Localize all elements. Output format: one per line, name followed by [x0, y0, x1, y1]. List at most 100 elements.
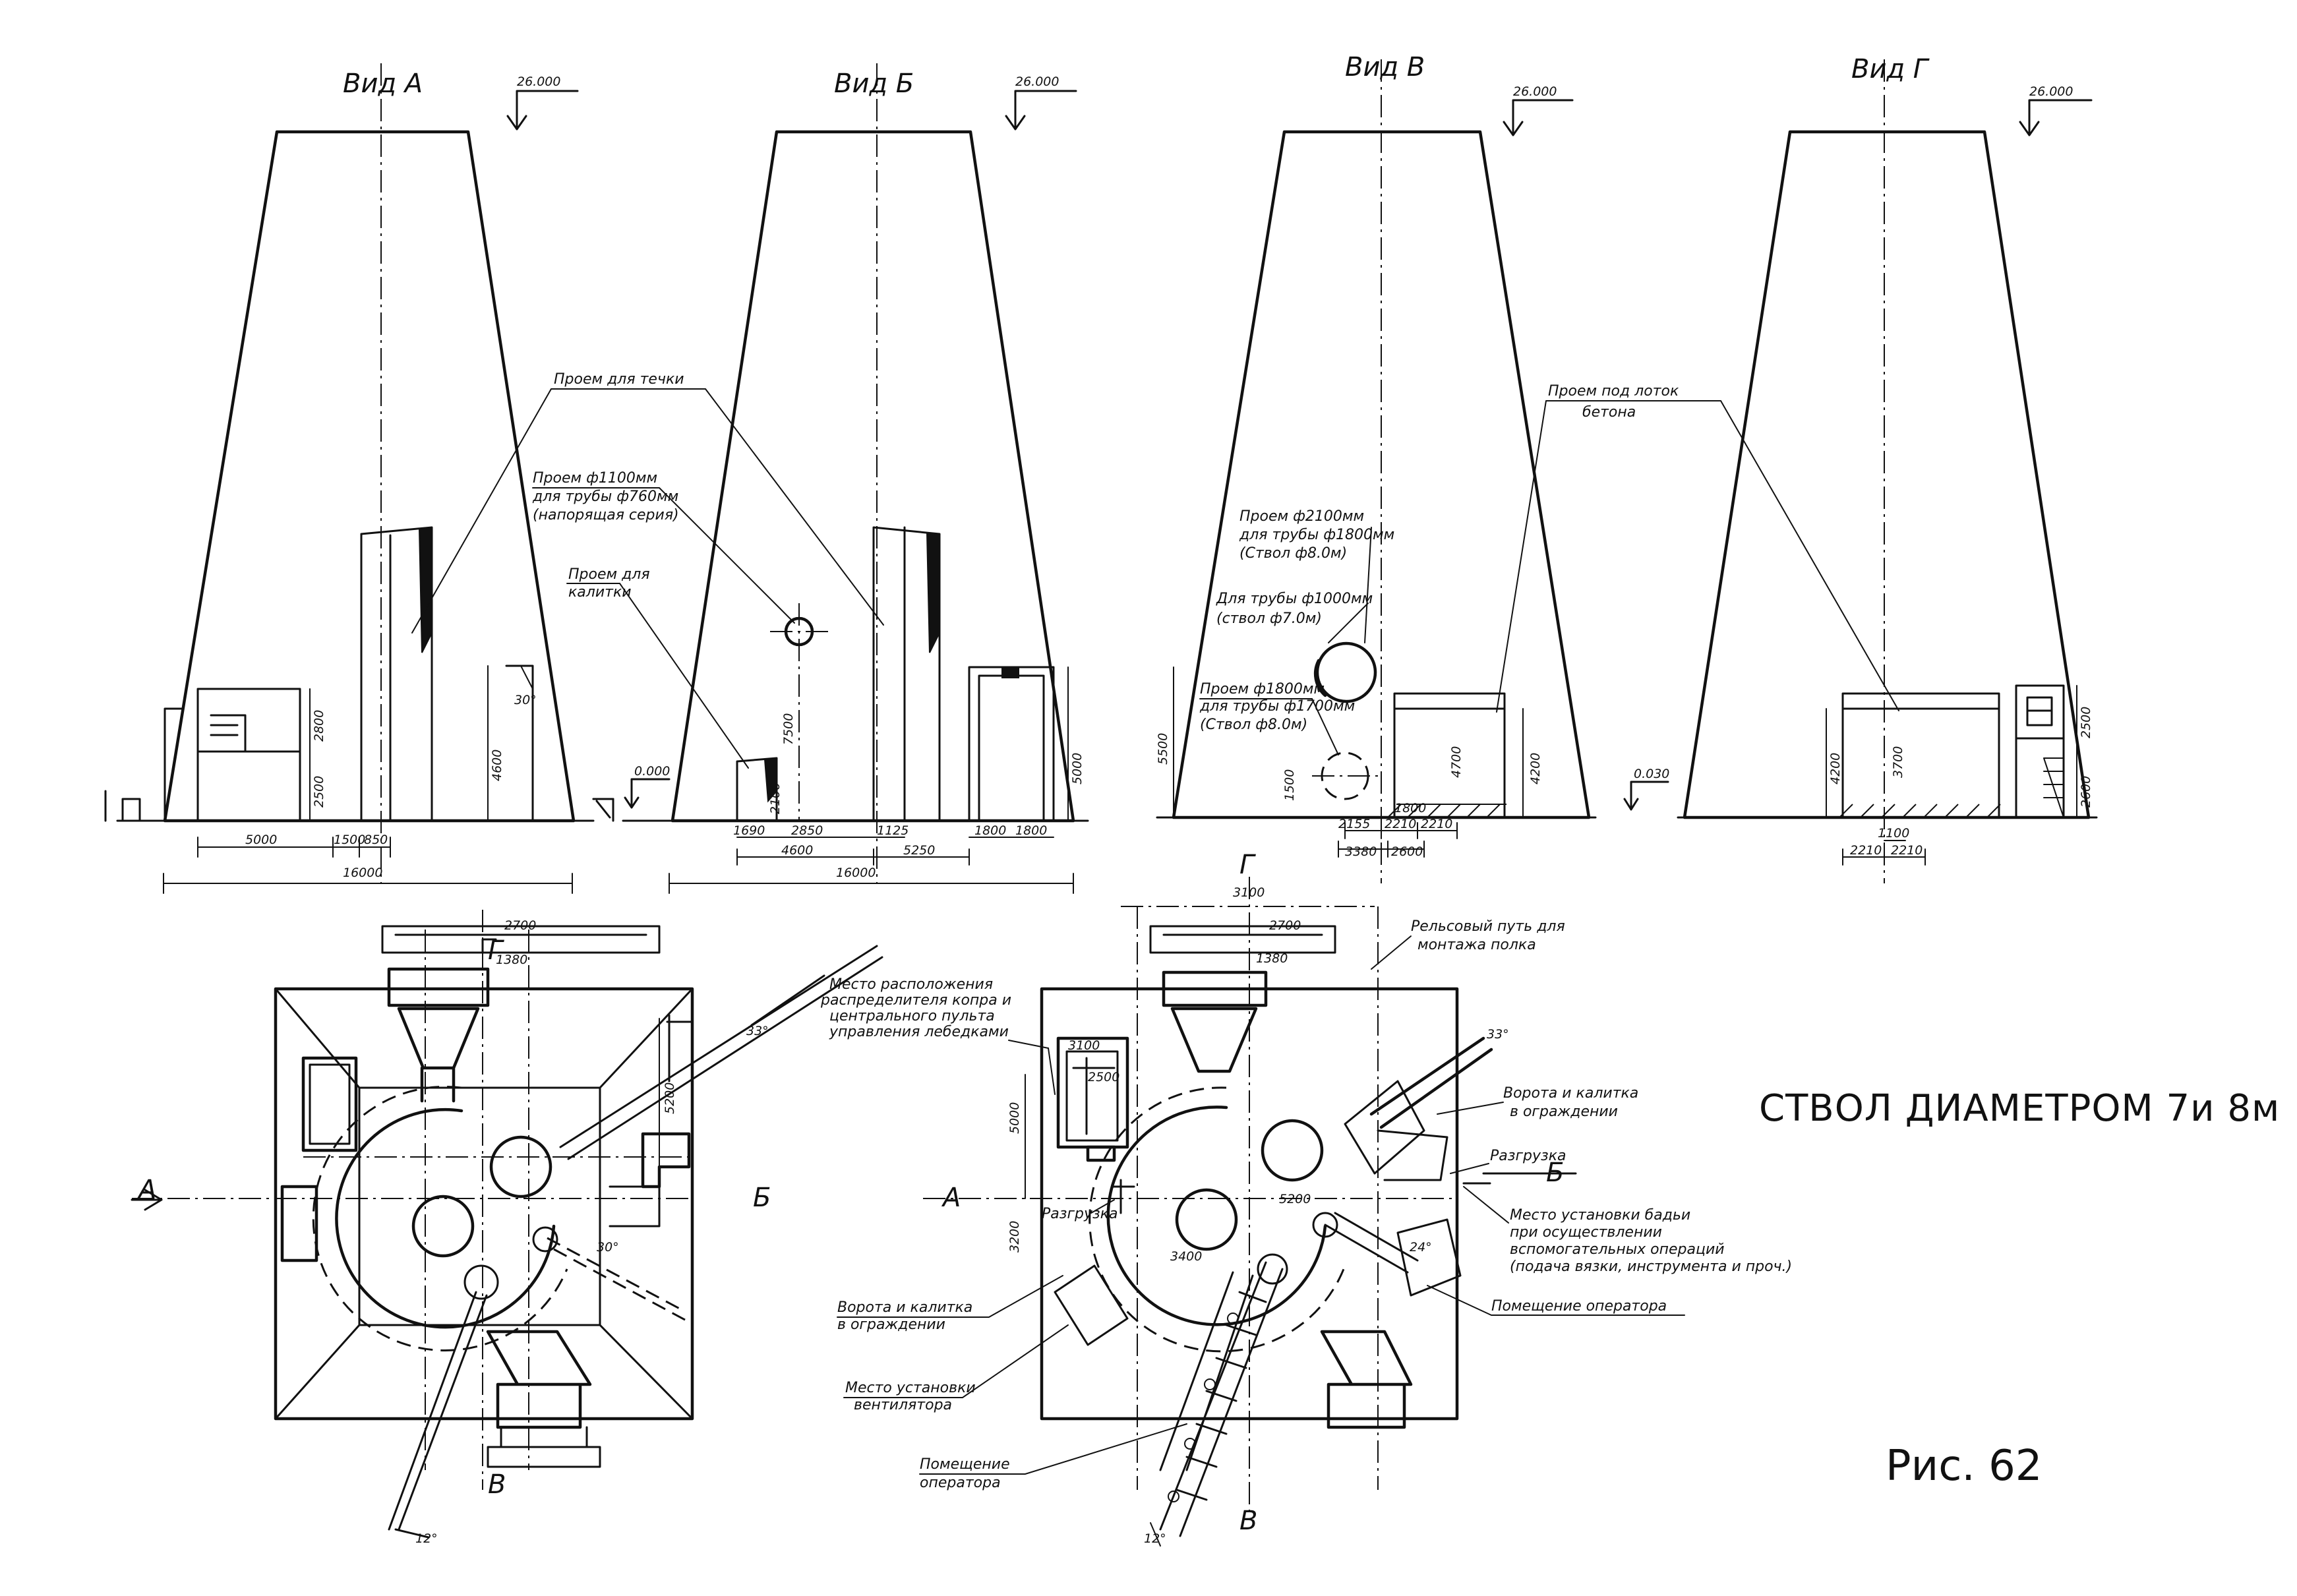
view-g-elevation: 26.000 [2029, 84, 2073, 99]
callout-distributor: Место расположения распределителя копра … [820, 976, 1056, 1095]
dim-b-5000: 5000 [1070, 753, 1085, 784]
callout-opening-2100: Проем ф2100мм для трубы ф1800мм (Ствол ф… [1239, 508, 1394, 643]
dim-p2-5200: 5200 [1279, 1192, 1311, 1206]
dim-g-1100: 1100 [1878, 826, 1909, 841]
callout-unloading-right: Разгрузка [1450, 1148, 1566, 1174]
callout-unloading-left: Разгрузка [1042, 1199, 1118, 1222]
label-gate-left-l2: в ограждении [837, 1316, 945, 1333]
dim-b-1800b: 1800 [1015, 823, 1047, 838]
view-a-elevation: 26.000 [517, 74, 560, 89]
dim-b-2850: 2850 [791, 823, 823, 838]
label-ventilator-l1: Место установки [845, 1380, 976, 1396]
label-opening-chute: Проем для течки [554, 371, 684, 388]
dim-p2-2700: 2700 [1269, 918, 1301, 933]
callout-opening-1100: Проем ф1100мм для трубы ф760мм (напоряща… [532, 470, 795, 624]
dim-p1-33deg: 33° [746, 1024, 769, 1038]
dim-p2-3100b: 3100 [1068, 1038, 1100, 1053]
dim-a-2500: 2500 [312, 776, 326, 808]
elevation-zero-v: 0.030 [1634, 767, 1669, 781]
label-unloading-left: Разгрузка [1042, 1206, 1118, 1222]
caption-shaft-diameter: СТВОЛ ДИАМЕТРОМ 7и 8м [1759, 1087, 2280, 1130]
dim-b-1690: 1690 [733, 823, 765, 838]
label-opening-1800-l1: Проем ф1800мм [1200, 681, 1325, 697]
plan-left-hoist-1 [489, 1135, 552, 1198]
plan-left-hoist-2 [411, 1195, 475, 1258]
plan-right-axis-v: В [1239, 1506, 1257, 1536]
callout-ventilator: Место установки вентилятора [843, 1324, 1069, 1413]
label-gate-left-l1: Ворота и калитка [837, 1299, 972, 1316]
view-v-title: Вид В [1345, 52, 1425, 82]
callout-pipe-1000: Для трубы ф1000мм (ствол ф7.0м) [1216, 591, 1373, 643]
dim-p2-3100: 3100 [1233, 885, 1265, 900]
pipe-opening-2100 [1315, 641, 1377, 703]
dim-a-1500: 1500 [334, 833, 365, 847]
label-operator-l1: Помещение [920, 1456, 1010, 1473]
dim-v-2210b: 2210 [1421, 817, 1452, 831]
view-a-title: Вид А [343, 69, 423, 99]
label-tub-l3: вспомогательных операций [1510, 1241, 1725, 1258]
label-pipe-1000-l2: (ствол ф7.0м) [1216, 610, 1322, 627]
label-opening-gate-l2: калитки [568, 584, 632, 601]
dim-g-2210b: 2210 [1891, 843, 1923, 858]
headframe-outline-a [163, 130, 576, 823]
callout-tub: Место установки бадьи при осуществлении … [1463, 1186, 1792, 1275]
chute-block-b [872, 526, 941, 822]
callout-operator-room: Помещение оператора [1427, 1285, 1685, 1316]
label-tub-l1: Место установки бадьи [1510, 1207, 1690, 1224]
label-ventilator-l2: вентилятора [854, 1397, 952, 1413]
dim-p2-33deg: 33° [1487, 1027, 1509, 1042]
plan-right: Г В А Б 3100 2700 1380 5000 3200 3100 25… [923, 850, 1577, 1547]
label-opening-2100-l2: для трубы ф1800мм [1239, 527, 1394, 543]
dim-g-2600: 2600 [2079, 776, 2093, 808]
plan-right-axis-a: А [941, 1183, 961, 1213]
dim-b-1125: 1125 [877, 823, 909, 838]
dim-p1-12deg: 12° [415, 1531, 438, 1546]
elevation-zero-b: 0.000 [634, 764, 670, 779]
view-v: Вид В 26.000 5500 4700 4200 1500 2155 22… [1156, 52, 1669, 883]
label-opening-1800-l2: для трубы ф1700мм [1199, 698, 1355, 715]
dim-v-1500: 1500 [1282, 769, 1297, 801]
chute-block-a [360, 526, 433, 822]
plan-right-axis-g: Г [1239, 850, 1256, 880]
dim-v-3380: 3380 [1345, 844, 1377, 859]
structure-box-g [1841, 692, 2000, 819]
view-a: Вид А 26.000 30° 16000 5000 1500 850 280… [104, 63, 614, 894]
label-opening-1100-l1: Проем ф1100мм [533, 470, 657, 487]
view-v-elevation: 26.000 [1513, 84, 1557, 99]
plan-left-axis-g: Г [488, 935, 504, 966]
dim-b-7500: 7500 [781, 713, 796, 745]
dim-a-850: 850 [364, 833, 388, 847]
dim-v-4200: 4200 [1528, 753, 1543, 784]
dim-v-5500: 5500 [1156, 733, 1170, 765]
dim-p2-2500: 2500 [1088, 1070, 1119, 1084]
label-distributor-l3: центрального пульта [829, 1008, 995, 1024]
dim-b-2100: 2100 [768, 783, 783, 814]
label-opening-1100-l3: (напорящая серия) [533, 507, 679, 523]
label-gate-right-l2: в ограждении [1510, 1104, 1618, 1120]
label-distributor-l4: управления лебедками [829, 1024, 1009, 1040]
label-opening-gate-l1: Проем для [568, 566, 650, 583]
dim-p2-12deg: 12° [1144, 1531, 1166, 1546]
label-pipe-1000-l1: Для трубы ф1000мм [1216, 591, 1373, 607]
structure-box-v [1393, 692, 1506, 819]
dim-p1-5200: 5200 [663, 1082, 677, 1114]
dim-a-4600: 4600 [490, 750, 504, 781]
plan-left-axis-v: В [488, 1469, 506, 1500]
label-operator-l2: оператора [920, 1475, 1001, 1491]
dim-b-4600: 4600 [781, 843, 813, 858]
label-opening-2100-l3: (Ствол ф8.0м) [1239, 545, 1347, 562]
plan-right-hoist-1 [1261, 1119, 1324, 1182]
plan-right-outline [1040, 987, 1459, 1421]
plan-right-shaft-circle [1106, 1106, 1327, 1326]
dim-v-4700: 4700 [1449, 746, 1464, 778]
label-distributor-l1: Место расположения [829, 976, 993, 993]
plan-left-axis-b: Б [753, 1183, 771, 1213]
plan-left: Г В А Б 2700 1380 5200 33° 30° 12° [131, 910, 883, 1546]
callout-operator: Помещение оператора [919, 1423, 1187, 1491]
callout-gate-left: Ворота и калитка в ограждении [837, 1275, 1063, 1333]
view-b: Вид Б 26.000 0.000 16000 4600 5250 1690 … [592, 63, 1089, 894]
dim-b-5250: 5250 [903, 843, 935, 858]
dim-a-base: 16000 [343, 866, 382, 880]
callout-opening-1800: Проем ф1800мм для трубы ф1700мм (Ствол ф… [1199, 681, 1355, 755]
plan-right-hoist-2 [1175, 1188, 1238, 1251]
